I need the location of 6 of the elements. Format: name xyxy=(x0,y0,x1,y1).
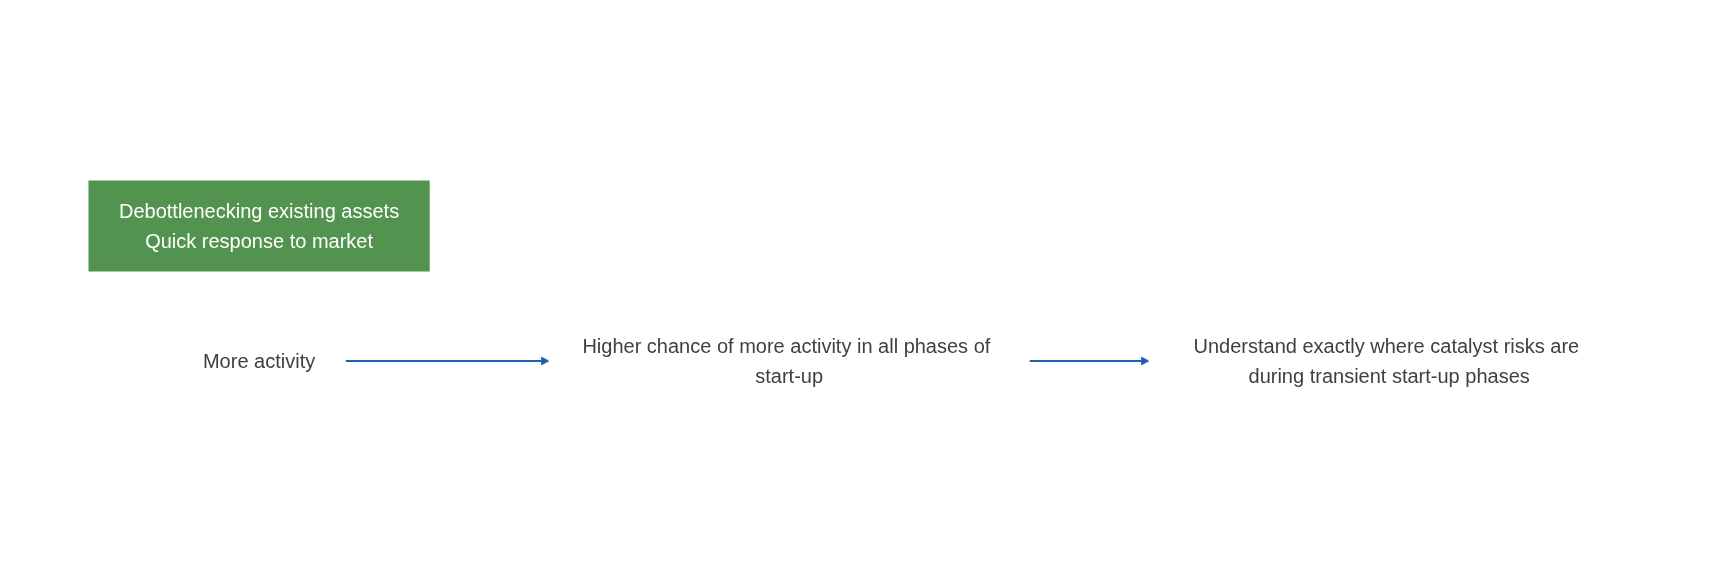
node-box: Debottlenecking existing assets Quick response to market xyxy=(88,180,430,272)
arrow xyxy=(344,356,550,366)
node-text: Higher chance of more activity in all phases of start-up xyxy=(582,335,991,387)
arrow xyxy=(1028,356,1150,366)
node-text: Understand exactly where catalyst risks are during transient start-up phases xyxy=(1193,335,1580,387)
node-text: More activity xyxy=(202,350,316,372)
